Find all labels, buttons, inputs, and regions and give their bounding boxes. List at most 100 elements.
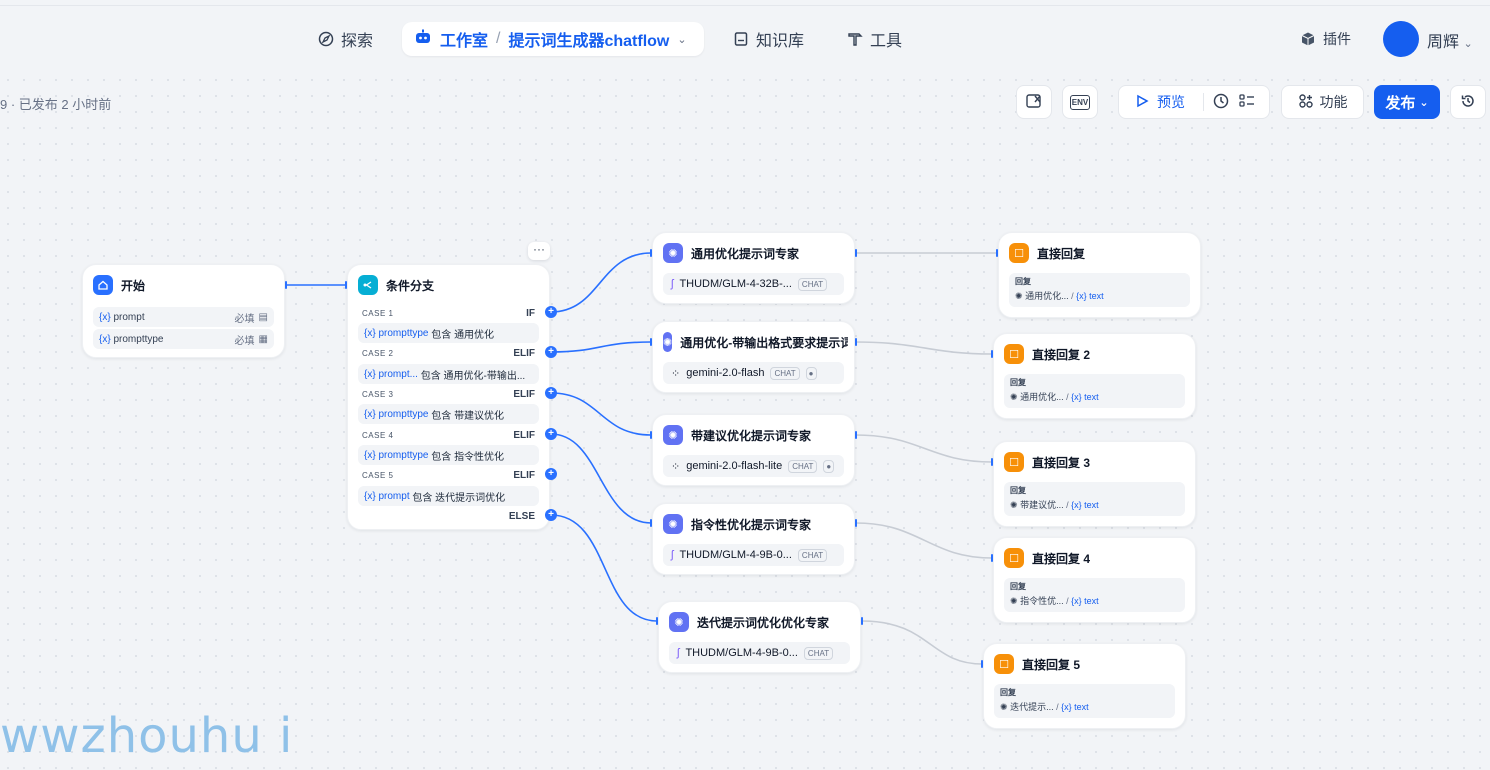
variable-icon: {x} <box>364 368 376 380</box>
gemini-model-icon: ⁘ <box>671 460 681 473</box>
list-icon[interactable] <box>1238 92 1256 113</box>
case5-output-port[interactable]: + <box>545 468 557 480</box>
llm-output-handle[interactable] <box>855 519 857 527</box>
case2-output-port[interactable]: + <box>545 346 557 358</box>
answer-node[interactable]: ☐ 直接回复 3 回复 ✺ 带建议优... / {x} text <box>993 441 1196 527</box>
start-output-handle[interactable] <box>285 281 287 289</box>
start-node[interactable]: 开始 {x} prompt 必填 ▤ {x} prompttype 必填 ▦ <box>82 264 285 358</box>
variable-icon: {x} <box>99 333 111 345</box>
llm-input-handle[interactable] <box>650 519 652 527</box>
gemini-model-icon: ⁘ <box>671 367 681 380</box>
llm-source-icon: ✺ <box>1015 291 1023 301</box>
breadcrumb-separator: / <box>496 30 501 47</box>
answer-input-handle[interactable] <box>996 249 998 257</box>
case-keyword: ELIF <box>513 389 535 400</box>
llm-source-icon: ✺ <box>1010 392 1018 402</box>
features-button[interactable]: 功能 <box>1281 85 1364 119</box>
user-name: 周辉 <box>1427 34 1460 51</box>
chevron-down-icon[interactable]: ⌄ <box>677 33 687 46</box>
llm-output-handle[interactable] <box>861 617 863 625</box>
branch-input-handle[interactable] <box>345 281 347 289</box>
start-var-name: prompt <box>113 311 145 323</box>
nav-knowledge[interactable]: 知识库 <box>732 22 804 56</box>
case-keyword: IF <box>526 308 535 319</box>
llm-input-handle[interactable] <box>650 431 652 439</box>
if-else-node[interactable]: 条件分支 CASE 1 IF {x} prompttype 包含 通用优化 CA… <box>347 264 550 530</box>
avatar[interactable] <box>1383 21 1419 57</box>
model-selector[interactable]: ʃ THUDM/GLM-4-9B-0... CHAT <box>669 642 850 664</box>
answer-node[interactable]: ☐ 直接回复 回复 ✺ 通用优化... / {x} text <box>998 232 1201 318</box>
answer-node[interactable]: ☐ 直接回复 4 回复 ✺ 指令性优... / {x} text <box>993 537 1196 623</box>
case3-output-port[interactable]: + <box>545 387 557 399</box>
checklist-button[interactable] <box>1016 85 1052 119</box>
llm-input-handle[interactable] <box>650 338 652 346</box>
model-selector[interactable]: ⁘ gemini-2.0-flash-lite CHAT ● <box>663 455 844 477</box>
reply-content: 回复 ✺ 通用优化... / {x} text <box>1004 374 1185 408</box>
case1-output-port[interactable]: + <box>545 306 557 318</box>
answer-input-handle[interactable] <box>991 350 993 358</box>
chevron-down-icon: ⌄ <box>1463 38 1473 50</box>
edge-case4 <box>550 433 652 524</box>
preview-button[interactable]: 预览 <box>1157 94 1185 110</box>
answer-input-handle[interactable] <box>991 458 993 466</box>
nav-plugins[interactable]: 插件 <box>1299 22 1351 56</box>
edge-else <box>550 514 658 622</box>
top-navigation-bar <box>0 0 1490 72</box>
reply-label: 回复 <box>1000 688 1016 697</box>
model-selector[interactable]: ʃ THUDM/GLM-4-9B-0... CHAT <box>663 544 844 566</box>
llm-input-handle[interactable] <box>656 617 658 625</box>
nav-explore[interactable]: 探索 <box>317 22 373 56</box>
answer-node-header: ☐ 直接回复 5 <box>994 654 1080 674</box>
answer-node-title: 直接回复 2 <box>1032 347 1091 362</box>
answer-node[interactable]: ☐ 直接回复 2 回复 ✺ 通用优化... / {x} text <box>993 333 1196 419</box>
llm-node[interactable]: ✺ 通用优化-带输出格式要求提示词 ⁘ gemini-2.0-flash CHA… <box>652 321 855 393</box>
case4-output-port[interactable]: + <box>545 428 557 440</box>
condition-value: 通用优化 <box>454 329 495 341</box>
answer-input-handle[interactable] <box>991 554 993 562</box>
edge-case3 <box>550 392 652 436</box>
llm-brain-icon: ✺ <box>669 612 689 632</box>
more-options-button[interactable]: ··· <box>528 242 550 260</box>
run-history-icon[interactable] <box>1212 92 1230 113</box>
reply-content: 回复 ✺ 通用优化... / {x} text <box>1009 273 1190 307</box>
llm-output-handle[interactable] <box>855 431 857 439</box>
llm-node[interactable]: ✺ 迭代提示词优化优化专家 ʃ THUDM/GLM-4-9B-0... CHAT <box>658 601 861 673</box>
variable-icon: {x} <box>1071 392 1082 402</box>
llm-output-handle[interactable] <box>855 249 857 257</box>
reply-source-node: 指令性优... <box>1020 596 1064 606</box>
answer-input-handle[interactable] <box>981 660 983 668</box>
llm-node[interactable]: ✺ 带建议优化提示词专家 ⁘ gemini-2.0-flash-lite CHA… <box>652 414 855 486</box>
model-selector[interactable]: ⁘ gemini-2.0-flash CHAT ● <box>663 362 844 384</box>
version-history-button[interactable] <box>1450 85 1486 119</box>
reply-source-node: 通用优化... <box>1025 291 1069 301</box>
condition-operator: 包含 <box>420 370 441 382</box>
start-node-title: 开始 <box>121 278 146 293</box>
condition-row: {x} prompttype 包含 指令性优化 <box>358 445 539 465</box>
publish-button[interactable]: 发布 ⌄ <box>1374 85 1440 119</box>
llm-node-title: 通用优化提示词专家 <box>691 246 800 261</box>
variable-icon: {x} <box>99 311 111 323</box>
llm-node-title: 迭代提示词优化优化专家 <box>697 615 830 630</box>
llm-output-handle[interactable] <box>855 338 857 346</box>
start-var-name: prompttype <box>113 333 164 345</box>
llm-source-icon: ✺ <box>1010 500 1018 510</box>
condition-variable: prompttype <box>378 449 429 461</box>
nav-tools[interactable]: 工具 <box>846 22 902 56</box>
condition-value: 通用优化-带输出... <box>443 370 526 382</box>
llm-node[interactable]: ✺ 通用优化提示词专家 ʃ THUDM/GLM-4-32B-... CHAT <box>652 232 855 304</box>
nav-studio[interactable]: 工作室 / 提示词生成器chatflow ⌄ <box>402 22 704 56</box>
llm-node[interactable]: ✺ 指令性优化提示词专家 ʃ THUDM/GLM-4-9B-0... CHAT <box>652 503 855 575</box>
env-button[interactable]: ENV <box>1062 85 1098 119</box>
variable-icon: {x} <box>1061 702 1072 712</box>
user-menu[interactable]: 周辉 ⌄ <box>1427 28 1473 52</box>
app-name[interactable]: 提示词生成器chatflow <box>508 33 670 50</box>
llm-input-handle[interactable] <box>650 249 652 257</box>
divider <box>1203 93 1204 111</box>
model-selector[interactable]: ʃ THUDM/GLM-4-32B-... CHAT <box>663 273 844 295</box>
answer-node[interactable]: ☐ 直接回复 5 回复 ✺ 迭代提示... / {x} text <box>983 643 1186 729</box>
home-icon <box>93 275 113 295</box>
condition-operator: 包含 <box>431 410 452 422</box>
features-label: 功能 <box>1319 94 1348 110</box>
else-output-port[interactable]: + <box>545 509 557 521</box>
case-label: CASE 2 <box>362 349 394 358</box>
